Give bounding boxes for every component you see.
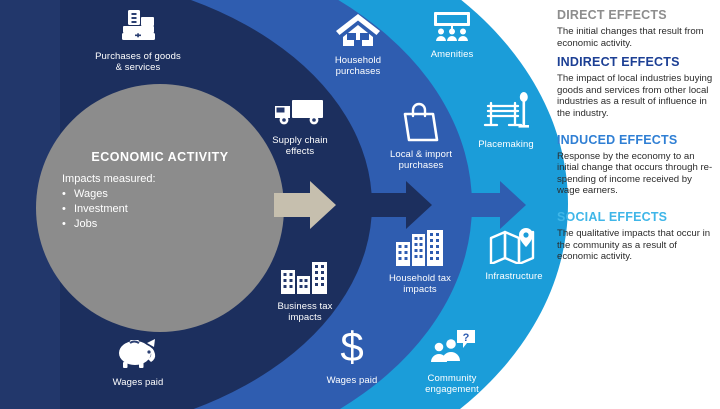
cash-register-icon xyxy=(58,8,218,49)
node-label: Infrastructure xyxy=(485,271,543,282)
node-label: Amenities xyxy=(430,49,474,60)
people-question-bubble-icon: ? xyxy=(396,330,508,371)
list-item: Jobs xyxy=(62,217,268,232)
park-bench-lamp-icon xyxy=(458,92,554,137)
node-wages-paid-dollar: $ Wages paid xyxy=(308,323,396,386)
list-item: Investment xyxy=(62,202,268,217)
economic-activity-text-block: ECONOMIC ACTIVITY Impacts measured: Wage… xyxy=(52,150,268,232)
effect-indirect: INDIRECT EFFECTS The impact of local ind… xyxy=(557,55,715,119)
arrow-induced xyxy=(464,181,526,229)
node-label: Household purchases xyxy=(334,55,382,77)
node-label: Business tax impacts xyxy=(277,301,333,323)
buildings-icon xyxy=(252,258,358,299)
node-label: Wages paid xyxy=(112,377,164,388)
house-icon xyxy=(312,12,404,53)
effect-body: The qualitative impacts that occur in th… xyxy=(557,227,711,263)
effect-body: Response by the economy to an initial ch… xyxy=(557,150,713,197)
dollar-sign-icon: $ xyxy=(308,323,396,373)
effect-body: The impact of local industries buying go… xyxy=(557,73,713,119)
economic-activity-heading: ECONOMIC ACTIVITY xyxy=(91,150,229,164)
effect-social: SOCIAL EFFECTS The qualitative impacts t… xyxy=(557,210,715,263)
presentation-audience-icon xyxy=(410,10,494,47)
node-label: Placemaking xyxy=(478,139,534,150)
effects-legend: DIRECT EFFECTS The initial changes that … xyxy=(557,8,715,269)
arrow-indirect xyxy=(370,181,432,229)
node-label: Supply chain effects xyxy=(272,135,328,157)
node-label: Household tax impacts xyxy=(388,273,452,295)
node-wages-paid-piggy: Wages paid xyxy=(78,336,198,388)
node-business-tax-impacts: Business tax impacts xyxy=(252,258,358,323)
node-placemaking: Placemaking xyxy=(458,92,554,150)
node-amenities: Amenities xyxy=(410,10,494,60)
effect-title: INDUCED EFFECTS xyxy=(557,132,678,147)
effect-body: The initial changes that result from eco… xyxy=(557,26,704,49)
list-item: Wages xyxy=(62,187,268,202)
effect-induced: INDUCED EFFECTS Response by the economy … xyxy=(557,133,715,197)
svg-text:$: $ xyxy=(340,326,363,368)
impacts-measured-label: Impacts measured: xyxy=(62,173,156,185)
buildings-icon xyxy=(368,226,472,271)
shopping-bag-icon xyxy=(372,102,470,147)
effect-title: SOCIAL EFFECTS xyxy=(557,209,668,224)
node-household-tax-impacts: Household tax impacts xyxy=(368,226,472,295)
node-supply-chain-effects: Supply chain effects xyxy=(248,96,352,157)
node-label: Purchases of goods & services xyxy=(95,51,181,73)
effect-title: DIRECT EFFECTS xyxy=(557,8,667,22)
arrow-direct xyxy=(274,181,336,229)
truck-icon xyxy=(248,96,352,133)
node-community-engagement: ? Community engagement xyxy=(396,330,508,395)
effect-direct: DIRECT EFFECTS The initial changes that … xyxy=(557,8,715,49)
node-label: Wages paid xyxy=(326,375,378,386)
piggy-bank-icon xyxy=(78,336,198,375)
svg-text:?: ? xyxy=(463,332,470,344)
node-household-purchases: Household purchases xyxy=(312,12,404,77)
node-purchases-goods-services: Purchases of goods & services xyxy=(58,8,218,73)
node-infrastructure: Infrastructure xyxy=(464,228,564,282)
folded-map-pin-icon xyxy=(464,228,564,269)
impacts-measured-list: Wages Investment Jobs xyxy=(52,187,268,232)
effect-title: INDIRECT EFFECTS xyxy=(557,55,680,70)
node-label: Local & import purchases xyxy=(389,149,453,171)
node-local-import-purchases: Local & import purchases xyxy=(372,102,470,171)
node-label: Community engagement xyxy=(425,373,479,395)
